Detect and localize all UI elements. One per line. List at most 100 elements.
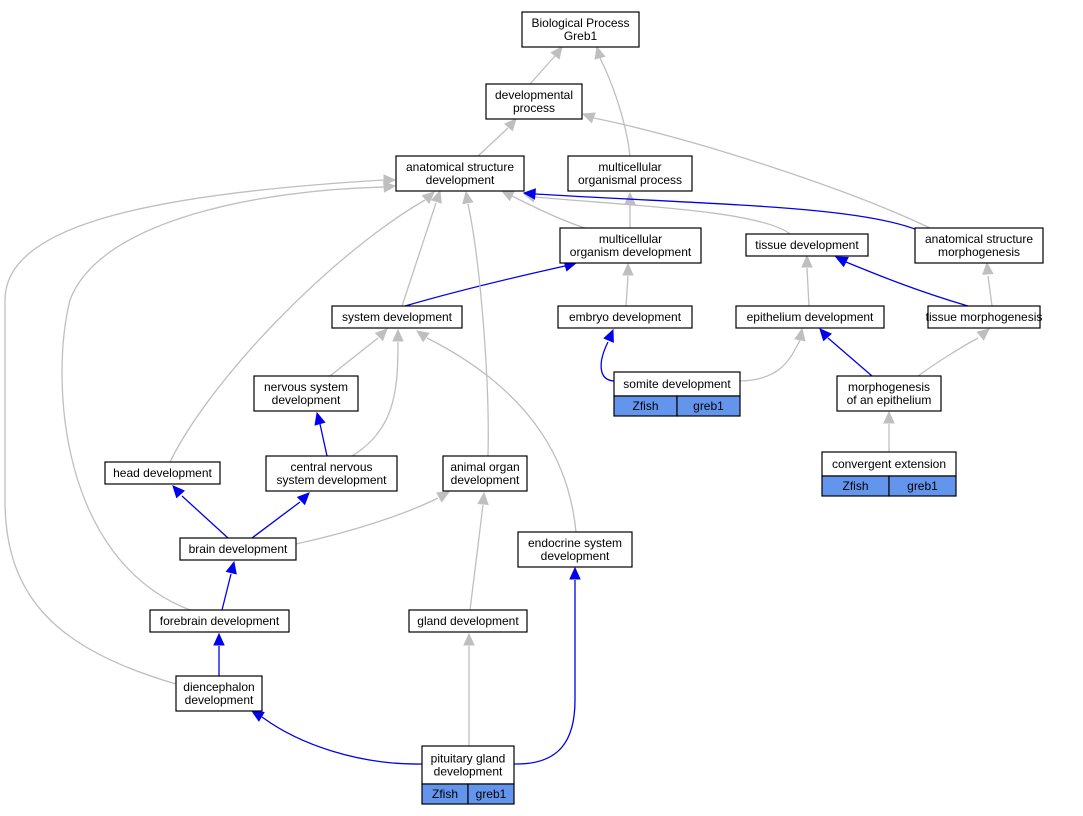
node-head-development[interactable]: head development <box>104 461 221 485</box>
annotation-cell[interactable] <box>467 783 515 805</box>
arrowhead-icon <box>416 330 430 343</box>
node-label-line: convergent extension <box>832 457 946 471</box>
annotation-gene: greb1 <box>907 479 938 493</box>
edge-animal-organ-development-to-anatomical-structure-development <box>462 190 489 457</box>
annotation-cell[interactable] <box>676 395 741 417</box>
arrowhead-icon <box>172 485 185 499</box>
annotation-gene: greb1 <box>476 787 507 801</box>
annotation-source: Zfish <box>432 787 458 801</box>
node-label-line: nervous system <box>264 380 348 394</box>
node-box <box>104 461 221 485</box>
node-epithelium-development[interactable]: epithelium development <box>735 305 885 329</box>
node-box <box>927 305 1041 329</box>
node-gland-development[interactable]: gland development <box>408 609 528 633</box>
node-box <box>914 227 1044 264</box>
node-box <box>836 375 942 412</box>
node-label-line: anatomical structure <box>406 160 514 174</box>
node-label-line: somite development <box>623 377 731 391</box>
arrowhead-icon <box>883 410 895 424</box>
edge-brain-development-to-head-development <box>172 485 229 539</box>
node-tissue-morphogenesis[interactable]: tissue morphogenesis <box>926 305 1043 329</box>
arrowhead-icon <box>794 327 806 342</box>
edge-forebrain-development-to-anatomical-structure-development <box>61 181 397 611</box>
edge-brain-development-to-animal-organ-development <box>295 491 451 545</box>
node-box <box>613 371 741 397</box>
arrowhead-icon <box>383 181 397 193</box>
arrowhead-icon <box>462 190 474 205</box>
node-label-line: Greb1 <box>564 29 598 43</box>
node-label-line: Biological Process <box>531 16 629 30</box>
arrowhead-icon <box>569 566 581 580</box>
node-label-line: tissue development <box>755 238 859 252</box>
node-box <box>175 675 263 712</box>
node-tissue-development[interactable]: tissue development <box>745 233 869 257</box>
edges-layer <box>4 45 994 765</box>
arrowhead-icon <box>834 256 849 268</box>
node-box <box>745 233 869 257</box>
node-label-line: developmental <box>495 88 573 102</box>
node-label-line: of an epithelium <box>847 393 932 407</box>
node-label-line: brain development <box>189 542 288 556</box>
node-label-line: multicellular <box>598 160 661 174</box>
node-box <box>521 11 640 48</box>
arrowhead-icon <box>594 45 606 60</box>
arrowhead-icon <box>430 189 442 204</box>
arrowhead-icon <box>504 118 517 132</box>
arrowhead-icon <box>436 491 451 503</box>
edge-pituitary-gland-development-to-diencephalon-development <box>250 710 423 765</box>
arrowhead-icon <box>383 174 397 186</box>
node-label-line: animal organ <box>450 460 519 474</box>
annotation-cell[interactable] <box>888 475 957 497</box>
node-forebrain-development[interactable]: forebrain development <box>149 609 290 633</box>
edge-head-development-to-anatomical-structure-development <box>169 191 435 463</box>
node-label-line: organism development <box>570 245 692 259</box>
node-box <box>559 227 702 264</box>
node-label-line: diencephalon <box>183 680 254 694</box>
arrowhead-icon <box>374 328 388 342</box>
arrowhead-icon <box>550 46 563 60</box>
node-label-line: multicellular <box>599 232 662 246</box>
annotation-gene: greb1 <box>693 399 724 413</box>
arrowhead-icon <box>296 492 310 506</box>
node-label-line: endocrine system <box>528 536 622 550</box>
node-label-line: development <box>272 393 341 407</box>
node-box <box>567 155 693 192</box>
node-system-development[interactable]: system development <box>331 305 463 329</box>
node-label-line: head development <box>113 466 212 480</box>
node-label-line: epithelium development <box>747 310 874 324</box>
node-label-line: system development <box>342 310 453 324</box>
arrowhead-icon <box>603 328 614 343</box>
edge-developmental-process-to-biological-process <box>529 46 563 85</box>
edge-embryo-development-to-multicellular-organism-development <box>622 262 634 307</box>
edge-anatomical-structure-development-to-developmental-process <box>477 118 517 157</box>
edge-endocrine-system-development-to-system-development <box>416 330 577 533</box>
edge-morphogenesis-of-an-epithelium-to-tissue-morphogenesis <box>917 328 990 377</box>
node-box <box>735 305 885 329</box>
node-box <box>421 745 515 785</box>
node-embryo-development[interactable]: embryo development <box>557 305 693 329</box>
edge-brain-development-to-central-nervous-system-development <box>251 492 310 539</box>
node-label-line: pituitary gland <box>431 752 506 766</box>
node-box <box>485 83 583 120</box>
node-box <box>557 305 693 329</box>
arrowhead-icon <box>801 254 813 268</box>
node-brain-development[interactable]: brain development <box>179 537 297 561</box>
edge-diencephalon-development-to-anatomical-structure-development <box>4 174 397 685</box>
